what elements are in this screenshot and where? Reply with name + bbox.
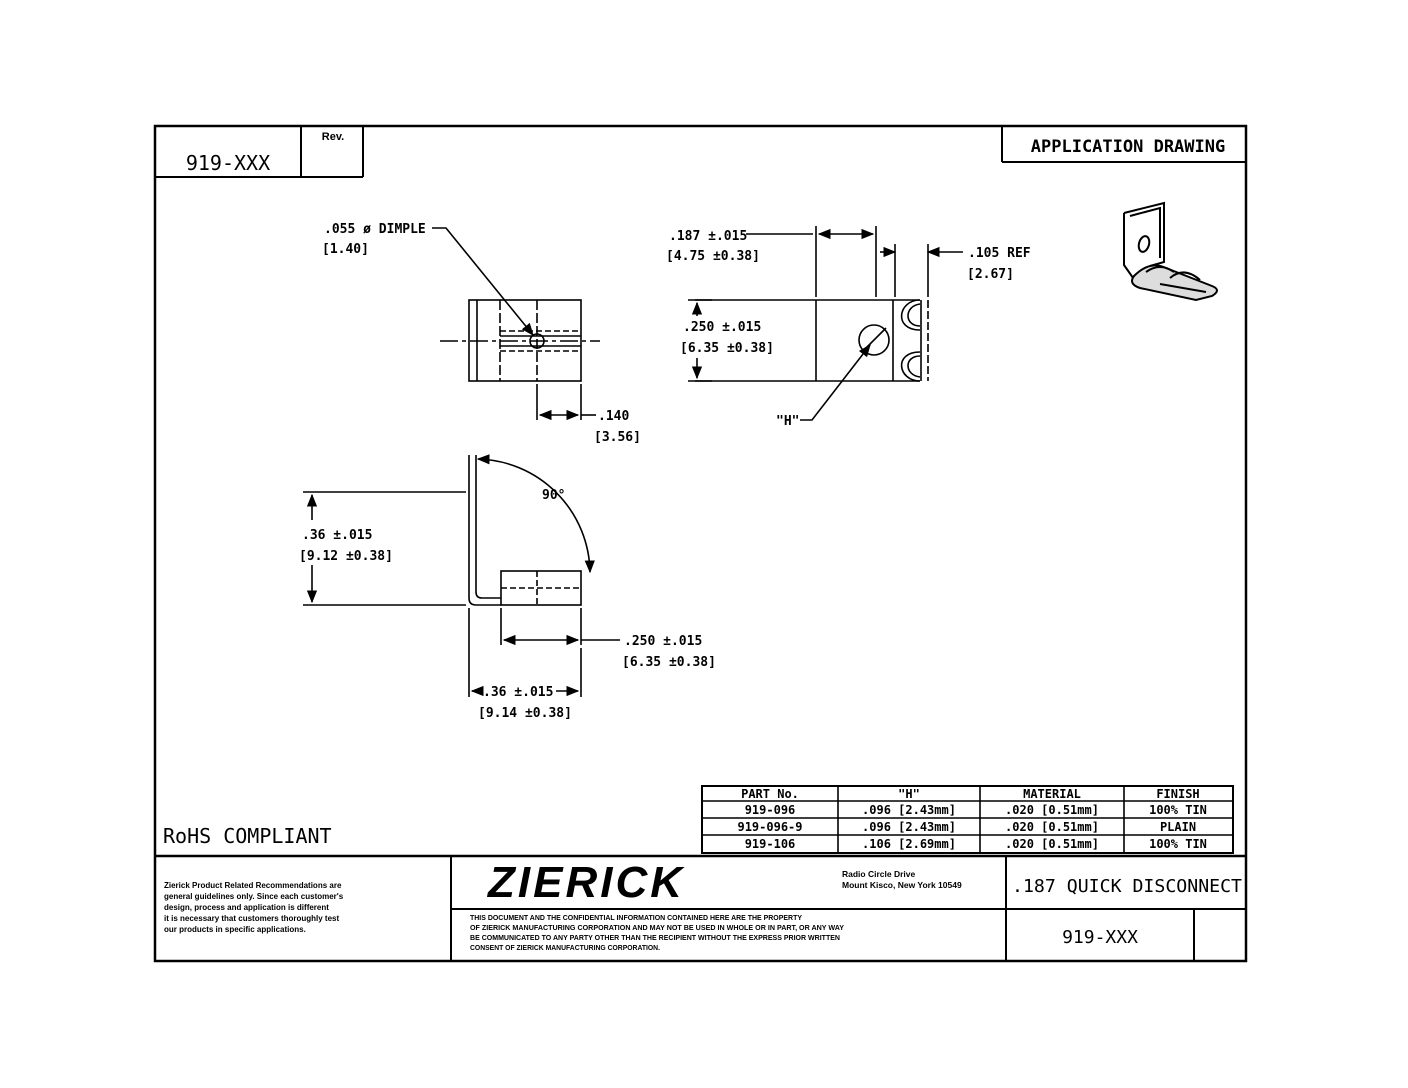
cell-part-no: 919-096 bbox=[745, 803, 796, 817]
confidentiality-note: THIS DOCUMENT AND THE CONFIDENTIAL INFOR… bbox=[470, 913, 844, 952]
confidential-line: BE COMMUNICATED TO ANY PARTY OTHER THAN … bbox=[470, 933, 840, 942]
company-logo: ZIERICK bbox=[486, 858, 685, 907]
header-h: "H" bbox=[898, 787, 920, 801]
address-line-2: Mount Kisco, New York 10549 bbox=[842, 880, 962, 890]
dim-250-side-metric: [6.35 ±0.38] bbox=[622, 655, 716, 670]
disclaimer-line: general guidelines only. Since each cust… bbox=[164, 892, 344, 901]
dim-140-label: .140 bbox=[598, 409, 629, 424]
confidential-line: OF ZIERICK MANUFACTURING CORPORATION AND… bbox=[470, 923, 844, 932]
table-row: 919-096-9 .096 [2.43mm] .020 [0.51mm] PL… bbox=[737, 820, 1196, 834]
disclaimer-line: Zierick Product Related Recommendations … bbox=[164, 881, 342, 890]
dim-187-metric: [4.75 ±0.38] bbox=[666, 249, 760, 264]
header-finish: FINISH bbox=[1156, 787, 1199, 801]
cell-material: .020 [0.51mm] bbox=[1005, 837, 1099, 851]
part-number-top: 919-XXX bbox=[186, 151, 270, 175]
header-material: MATERIAL bbox=[1023, 787, 1081, 801]
top-left-title-cells: 919-XXX Rev. bbox=[155, 126, 364, 178]
parts-table bbox=[701, 785, 1234, 854]
cell-finish: 100% TIN bbox=[1149, 837, 1207, 851]
header-part-no: PART No. bbox=[741, 787, 799, 801]
dim-36-horizontal-metric: [9.14 ±0.38] bbox=[478, 706, 572, 721]
top-view-dimple bbox=[432, 227, 600, 421]
disclaimer-line: it is necessary that customers thoroughl… bbox=[164, 914, 339, 923]
cell-finish: 100% TIN bbox=[1149, 803, 1207, 817]
dim-36-vertical-label: .36 ±.015 bbox=[302, 528, 372, 543]
dimple-dimension-label: .055 ø DIMPLE bbox=[324, 222, 426, 237]
sheet-border bbox=[153, 124, 1248, 963]
cell-h: .096 [2.43mm] bbox=[862, 820, 956, 834]
cell-h: .096 [2.43mm] bbox=[862, 803, 956, 817]
disclaimer-line: our products in specific applications. bbox=[164, 925, 306, 934]
address-line-1: Radio Circle Drive bbox=[842, 869, 915, 879]
cell-h: .106 [2.69mm] bbox=[862, 837, 956, 851]
dim-36-vertical-metric: [9.12 ±0.38] bbox=[299, 549, 393, 564]
cell-material: .020 [0.51mm] bbox=[1005, 803, 1099, 817]
dim-105-label: .105 REF bbox=[968, 246, 1031, 261]
confidential-line: THIS DOCUMENT AND THE CONFIDENTIAL INFOR… bbox=[470, 913, 802, 922]
cell-part-no: 919-096-9 bbox=[737, 820, 802, 834]
dim-140-metric: [3.56] bbox=[594, 430, 641, 445]
side-view bbox=[303, 454, 620, 697]
front-view bbox=[688, 226, 963, 421]
cell-part-no: 919-106 bbox=[745, 837, 796, 851]
dimple-dimension-metric: [1.40] bbox=[322, 242, 369, 257]
parts-table-header: PART No. "H" MATERIAL FINISH bbox=[741, 787, 1200, 801]
dim-187-label: .187 ±.015 bbox=[669, 229, 747, 244]
rohs-label: RoHS COMPLIANT bbox=[163, 824, 332, 848]
isometric-part-image bbox=[1123, 201, 1218, 302]
part-description: .187 QUICK DISCONNECT bbox=[1012, 876, 1242, 897]
table-row: 919-106 .106 [2.69mm] .020 [0.51mm] 100%… bbox=[745, 837, 1207, 851]
angle-label: 90° bbox=[542, 488, 565, 503]
part-number-bottom: 919-XXX bbox=[1062, 927, 1138, 948]
h-callout: "H" bbox=[776, 414, 799, 429]
bottom-title-block bbox=[155, 854, 1246, 961]
dim-250-top-metric: [6.35 ±0.38] bbox=[680, 341, 774, 356]
dim-105-metric: [2.67] bbox=[967, 267, 1014, 282]
cell-material: .020 [0.51mm] bbox=[1005, 820, 1099, 834]
disclaimer-note: Zierick Product Related Recommendations … bbox=[164, 881, 344, 934]
table-row: 919-096 .096 [2.43mm] .020 [0.51mm] 100%… bbox=[745, 803, 1207, 817]
dim-250-top-label: .250 ±.015 bbox=[683, 320, 761, 335]
drawing-type-label: APPLICATION DRAWING bbox=[1031, 137, 1225, 157]
dim-250-side-label: .250 ±.015 bbox=[624, 634, 702, 649]
drawing-type-box: APPLICATION DRAWING bbox=[1001, 126, 1246, 163]
rev-label: Rev. bbox=[322, 131, 344, 143]
dim-36-horizontal-label: .36 ±.015 bbox=[483, 685, 553, 700]
disclaimer-line: design, process and application is diffe… bbox=[164, 903, 329, 912]
confidential-line: CONSENT OF ZIERICK MANUFACTURING CORPORA… bbox=[470, 943, 660, 952]
cell-finish: PLAIN bbox=[1160, 820, 1196, 834]
